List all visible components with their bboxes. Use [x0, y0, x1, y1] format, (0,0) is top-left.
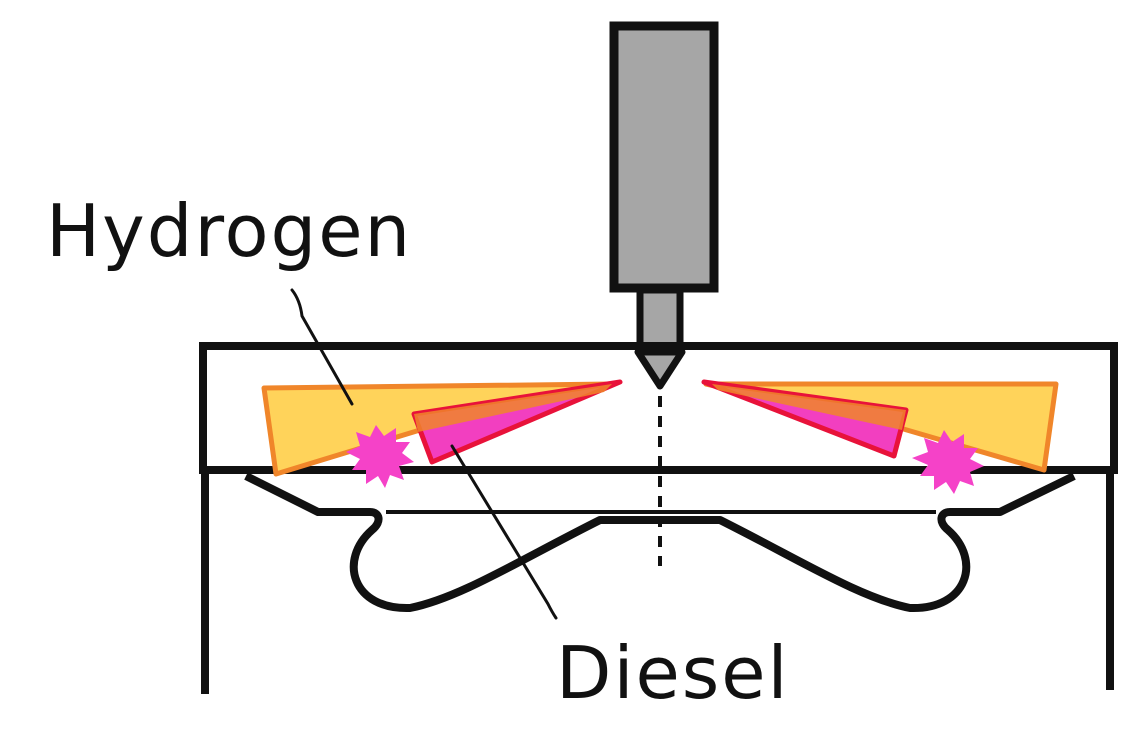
right-sprays	[701, 379, 1059, 473]
hydrogen-label: Hydrogen	[46, 189, 412, 273]
starburst-icon-right	[912, 430, 984, 494]
leader-lines	[290, 288, 558, 620]
injector	[609, 21, 719, 390]
diesel-spray-left-band	[414, 384, 612, 432]
left-sprays	[261, 379, 623, 477]
diesel-leader-line	[450, 444, 558, 620]
diesel-spray-right-band	[712, 384, 906, 430]
piston-bowl	[244, 472, 1076, 613]
diesel-label: Diesel	[556, 631, 790, 715]
diesel-spray-left	[411, 379, 623, 465]
injector-body	[609, 21, 719, 293]
diesel-spray-right	[701, 379, 909, 459]
hydrogen-leader-line	[290, 288, 354, 406]
piston	[201, 472, 1114, 694]
starburst-icon-left	[346, 425, 414, 488]
cylinder-head-outline	[199, 342, 1118, 472]
injector-tip	[634, 348, 686, 390]
